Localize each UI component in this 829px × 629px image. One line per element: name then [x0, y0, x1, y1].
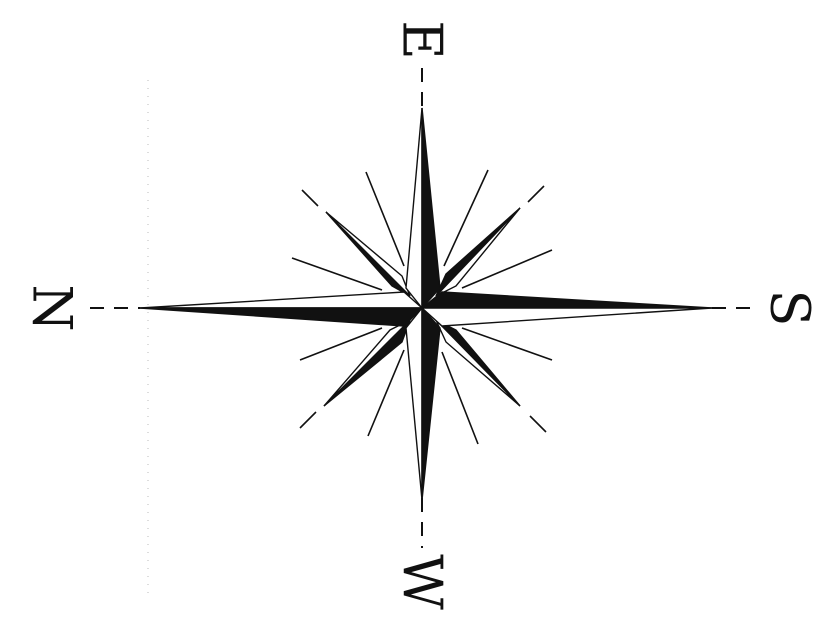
label-north: N [21, 284, 84, 331]
label-south: S [759, 290, 822, 327]
cardinal-points [140, 108, 712, 500]
label-east: E [391, 20, 454, 59]
label-west: W [391, 554, 454, 610]
